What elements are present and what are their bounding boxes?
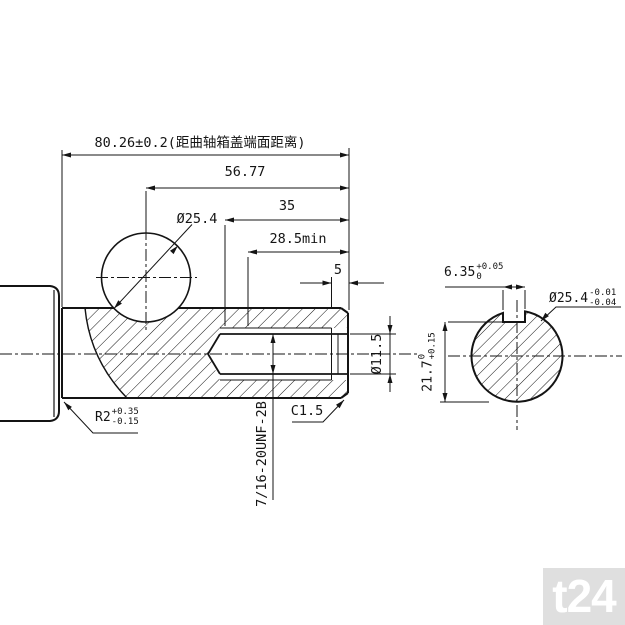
key-flat-depth-lower-tol: +0.15: [428, 332, 438, 360]
dim-hole-diameter: Ø11.5: [369, 333, 385, 375]
dim-5: 5: [333, 262, 343, 278]
dim-35: 35: [278, 198, 296, 214]
dim-overall-length: 80.26±0.2(距曲轴箱盖端面距离): [94, 135, 306, 151]
chamfer-callout: C1.5: [290, 403, 324, 419]
drill-point: [206, 333, 221, 375]
key-width-lower-tol: 0: [476, 272, 482, 283]
thread-spec-callout: 7/16-20UNF-2B: [254, 401, 270, 507]
key-width-dim: 6.35 +0.05 0: [444, 262, 503, 283]
dimension-arrows: [62, 152, 549, 411]
key-width-upper-tol: +0.05: [476, 262, 504, 272]
fillet-base: R2: [95, 409, 111, 425]
fillet-callout: R2 +0.35 -0.15: [95, 407, 139, 428]
key-flat-depth-dim: 21.7 0 +0.15: [418, 332, 439, 391]
extension-lines: [61, 148, 396, 375]
section-shaft-dia-upper-tol: -0.01: [589, 288, 617, 298]
dim-thread-min-depth: 28.5min: [269, 231, 327, 247]
section-circle-with-keyway: [470, 310, 564, 403]
fillet-upper-tol: +0.35: [111, 407, 139, 417]
section-hatch-area: [85, 308, 348, 398]
dim-ball-diameter: Ø25.4: [176, 211, 218, 227]
section-view-linework: [440, 286, 622, 430]
shaft-bottom-chamfer: [340, 392, 349, 399]
dim-to-ball-center: 56.77: [224, 164, 266, 180]
section-shaft-dia-lower-tol: -0.04: [589, 298, 617, 309]
key-flat-depth-upper-tol: 0: [417, 353, 428, 360]
break-line-arc: [84, 307, 128, 399]
key-flat-depth-base: 21.7: [420, 360, 436, 392]
section-shaft-dia-dim: Ø25.4 -0.01 -0.04: [549, 288, 616, 309]
fillet-lower-tol: -0.15: [111, 417, 139, 428]
section-shaft-dia-base: Ø25.4: [549, 290, 589, 306]
dimension-lines: [62, 154, 391, 500]
key-width-base: 6.35: [444, 264, 476, 280]
watermark-badge: t24: [543, 568, 625, 625]
front-view-linework: [0, 148, 418, 500]
shaft-top-chamfer: [340, 307, 349, 314]
